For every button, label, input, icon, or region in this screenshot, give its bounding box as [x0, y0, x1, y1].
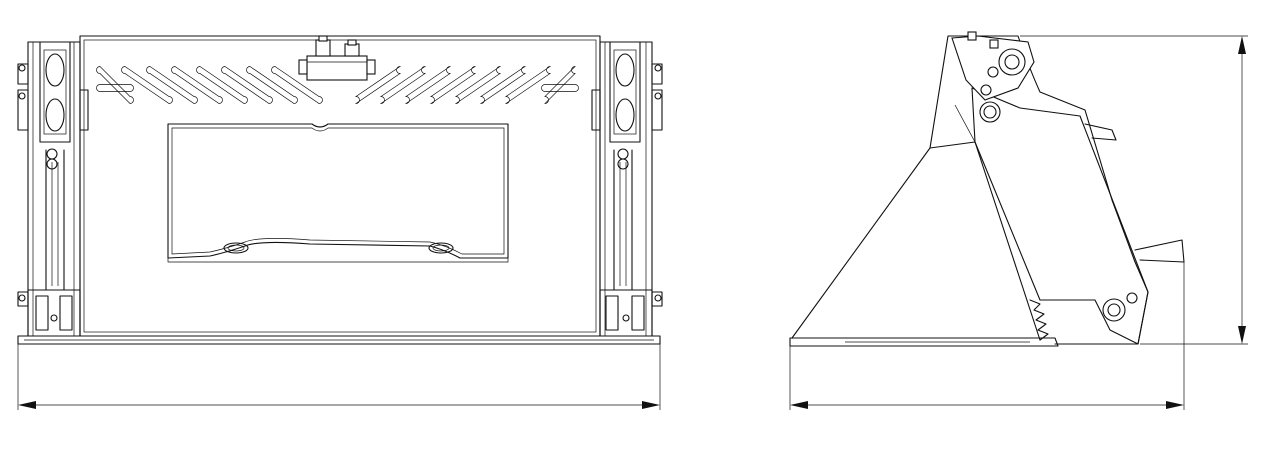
vent-slot: [354, 66, 402, 104]
bucket-floor: [789, 337, 1059, 347]
back-plate: [79, 35, 601, 337]
side-arm-plate: [971, 87, 1149, 345]
side-view: [789, 31, 1248, 410]
ventilation-slots: [96, 66, 579, 104]
left-mount-tower: [17, 41, 89, 337]
lower-rear-bracket: [1134, 239, 1185, 263]
front-width-dimension: [17, 344, 661, 410]
bucket-back-inner: [929, 141, 1041, 341]
vent-slot: [541, 84, 579, 92]
bucket-profile: [791, 35, 1149, 345]
upper-rear-bracket: [1084, 123, 1117, 141]
vent-slot: [504, 66, 552, 104]
front-view: [17, 35, 663, 410]
vent-slot: [96, 66, 134, 104]
vent-slot: [121, 66, 173, 104]
center-panel: [167, 123, 509, 263]
vent-slot: [96, 84, 134, 92]
vent-slot: [196, 66, 248, 104]
vent-slot: [379, 66, 427, 104]
right-mount-tower: [591, 41, 663, 337]
back-plate-inner-edge: [83, 39, 597, 333]
bottom-cutting-edge: [17, 335, 661, 345]
vent-slot: [171, 66, 223, 104]
vent-slot: [479, 66, 527, 104]
vent-slot: [454, 66, 502, 104]
vent-slot: [146, 66, 198, 104]
vent-slot: [544, 66, 576, 104]
pivot-pins: [979, 48, 1138, 322]
serrated-edge: [1029, 299, 1049, 341]
vent-slot: [429, 66, 477, 104]
vent-slot: [404, 66, 452, 104]
vent-slot: [221, 66, 273, 104]
side-width-dimension: [789, 262, 1185, 410]
vent-slot: [246, 66, 298, 104]
vent-slot: [271, 66, 323, 104]
hydraulic-coupler: [298, 35, 376, 81]
pivot-block: [951, 35, 1035, 101]
side-height-dimension: [1020, 35, 1248, 345]
